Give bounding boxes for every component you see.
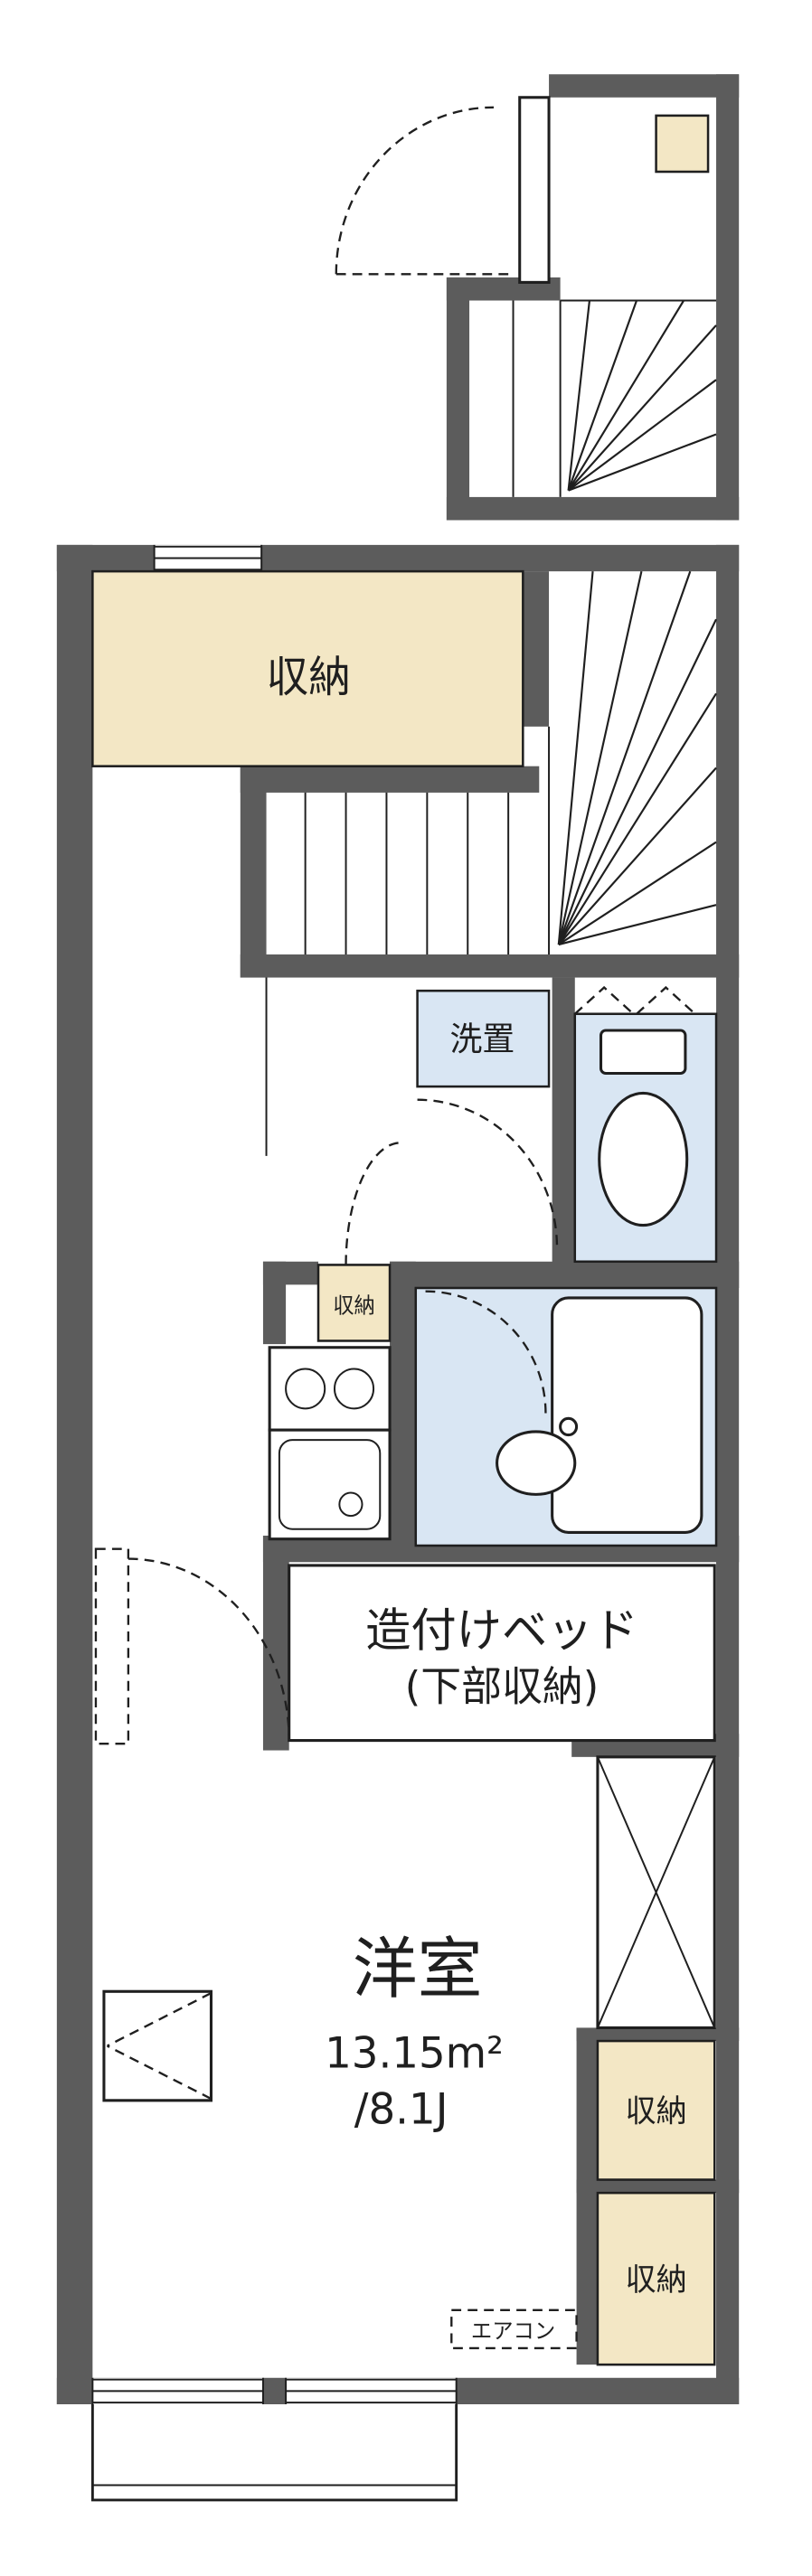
top-window (153, 544, 263, 572)
room-tatami-label: /8.1J (354, 2084, 448, 2134)
bottom-window-right (285, 2377, 458, 2404)
closet-upper (596, 2039, 716, 2181)
bath-basin-icon (496, 1430, 577, 1496)
folding-table (102, 1989, 213, 2102)
bed-left-wall (262, 1536, 289, 1751)
entry-right-wall (716, 74, 740, 521)
entry-left-wall (446, 277, 470, 521)
room-door-leaf (94, 1547, 130, 1745)
entrance-door-leaf (518, 96, 551, 284)
entry-top-wall (549, 74, 740, 98)
lower-winder-stairs (512, 299, 717, 497)
shelf-cross-unit (596, 1755, 716, 2030)
washroom-door-swing-arc (417, 1098, 559, 1249)
bottom-window-left (91, 2377, 264, 2404)
entry-bottom-wall (446, 496, 740, 521)
washer-space (416, 989, 551, 1088)
aircon-label: エアコン (471, 2318, 555, 2344)
room-area-label: 13.15m² (325, 2028, 504, 2078)
storage-bottom-wall (240, 766, 540, 793)
winder-left-wall (523, 571, 550, 727)
entry-storage-box (655, 114, 710, 174)
sink-basin (278, 1439, 382, 1530)
main-left-wall (56, 544, 93, 2404)
room-door-swing-arc (127, 1557, 290, 1741)
burner-icon (285, 1368, 326, 1410)
built-in-bed: 造付けベッド (下部収納) (288, 1564, 716, 1743)
main-storage-closet (91, 569, 524, 767)
kitchen (268, 1346, 392, 1541)
burner-icon (333, 1368, 375, 1410)
stairs-bottom-wall (240, 954, 740, 978)
stairs-left-wall (240, 766, 267, 978)
aircon-box (450, 2308, 578, 2350)
main-storage-label: 収納 (267, 653, 351, 702)
balcony (90, 2404, 458, 2502)
sink-drain-icon (338, 1491, 364, 1518)
toilet-divider-wall (552, 977, 575, 1269)
stove-unit (268, 1346, 392, 1432)
mini-storage-label: 収納 (333, 1293, 375, 1318)
hallway-door-swing-arc (345, 1142, 401, 1265)
toilet-bowl-icon (598, 1091, 689, 1227)
straight-stairs (304, 792, 510, 954)
toilet-door-fold-marks (574, 985, 696, 1015)
entrance-door-swing-arc (335, 106, 494, 275)
mini-storage (316, 1264, 392, 1342)
closet-left-wall (576, 2027, 598, 2365)
toilet-tank (599, 1029, 687, 1076)
room-name-label: 洋室 (353, 1932, 483, 2008)
main-floor-section: 収納 洗置 (56, 544, 740, 2502)
bed-label-line1: 造付けベッド (365, 1603, 638, 1658)
upper-winder-stairs (548, 570, 718, 954)
bathroom-door-swing-arc (425, 1290, 547, 1414)
bed-label-line2: (下部収納) (405, 1662, 600, 1710)
main-right-wall (716, 544, 740, 2404)
toilet-room (573, 1012, 718, 1264)
mini-storage-wall-v (262, 1261, 287, 1345)
bathroom-top-wall (390, 1261, 740, 1288)
washer-space-label: 洗置 (450, 1020, 515, 1058)
closet-lower (596, 2191, 716, 2366)
closet-top-separator (576, 2027, 740, 2042)
kitchen-bath-divider-wall (390, 1261, 416, 1546)
bathroom (414, 1286, 718, 1547)
entrance-stairwell-section (335, 74, 740, 521)
closet-mid-separator (576, 2179, 740, 2194)
sink-unit (268, 1428, 392, 1541)
closet-lower-label: 収納 (625, 2262, 686, 2299)
bath-faucet-icon (559, 1416, 579, 1437)
bathtub (551, 1296, 703, 1534)
closet-upper-label: 収納 (625, 2093, 686, 2129)
